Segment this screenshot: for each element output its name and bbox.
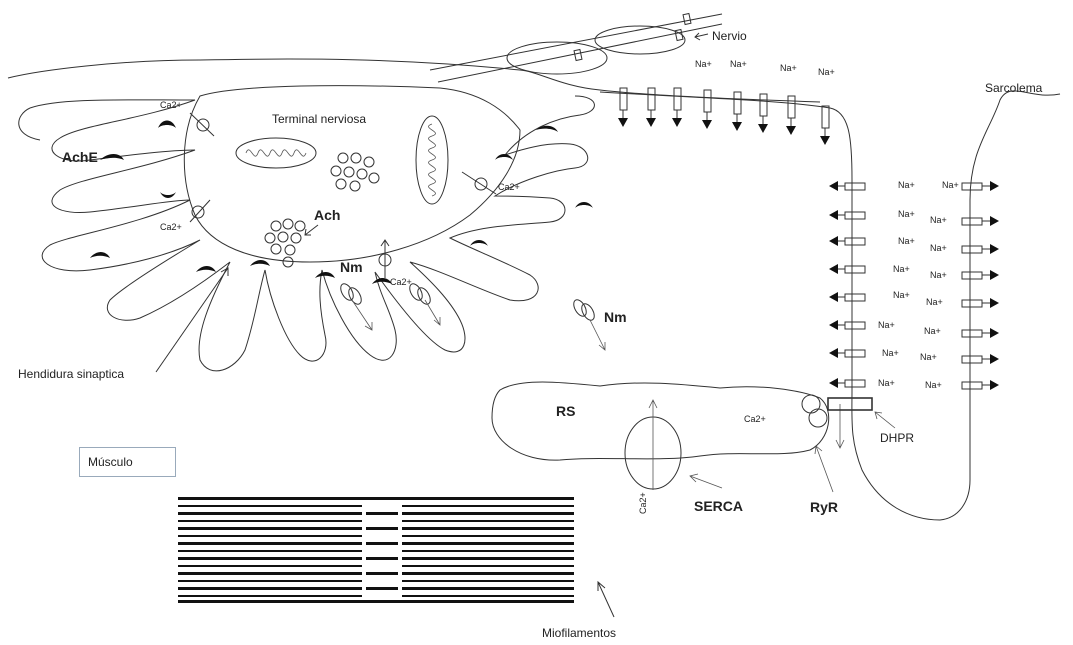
ryr-receptor [802, 395, 844, 448]
na-label-right-1: Na+ [942, 180, 959, 190]
dhpr-channel [828, 398, 872, 410]
rs-label: RS [556, 403, 575, 419]
na-label-left-1: Na+ [898, 180, 915, 190]
ca2-label-ryr: Ca2+ [744, 414, 766, 424]
nervio-label: Nervio [712, 29, 747, 43]
nm-label-right: Nm [604, 309, 627, 325]
hendidura-label: Hendidura sinaptica [18, 367, 124, 381]
na-label-left-7: Na+ [882, 348, 899, 358]
terminal-nerviosa-label: Terminal nerviosa [272, 112, 366, 126]
na-label-top-1: Na+ [695, 59, 712, 69]
mitochondrion-horizontal [236, 138, 316, 168]
na-label-left-4: Na+ [893, 264, 910, 274]
na-label-right-8: Na+ [925, 380, 942, 390]
ca2-label-bottom: Ca2+ [390, 277, 412, 287]
nicotinic-receptor-1 [338, 282, 372, 330]
na-label-right-4: Na+ [930, 270, 947, 280]
ca2-label-left: Ca2+ [160, 222, 182, 232]
ca2-label-right: Ca2+ [498, 182, 520, 192]
calcium-channel-right [462, 172, 496, 194]
sarcolema-label: Sarcolema [985, 81, 1043, 95]
vesicle-cluster-upper [331, 153, 379, 191]
sodium-channels-ttubule-left [829, 181, 865, 388]
na-label-left-8: Na+ [878, 378, 895, 388]
sarcoplasmic-reticulum [492, 382, 829, 460]
miofilamentos-label: Miofilamentos [542, 626, 616, 640]
ryr-label: RyR [810, 499, 838, 515]
na-label-right-5: Na+ [926, 297, 943, 307]
na-label-left-2: Na+ [898, 209, 915, 219]
na-label-right-3: Na+ [930, 243, 947, 253]
nerve-axon [430, 13, 722, 82]
ache-label: AchE [62, 149, 98, 165]
nm-label: Nm [340, 259, 363, 275]
na-label-right-2: Na+ [930, 215, 947, 225]
musculo-label-box: Músculo [79, 447, 176, 477]
mitochondrion-vertical [416, 116, 448, 204]
na-label-left-6: Na+ [878, 320, 895, 330]
calcium-channel-top [190, 113, 214, 136]
postsynaptic-folds [30, 96, 594, 371]
na-label-right-7: Na+ [920, 352, 937, 362]
myofilaments [178, 497, 574, 603]
serca-pump [625, 400, 681, 490]
na-label-left-5: Na+ [893, 290, 910, 300]
sodium-channels-top [618, 88, 830, 145]
serca-label: SERCA [694, 498, 743, 514]
calcium-channel-bottom [379, 240, 391, 278]
na-label-top-2: Na+ [730, 59, 747, 69]
sodium-channels-ttubule-right [962, 181, 999, 390]
ach-vesicle-cluster [265, 219, 305, 267]
na-label-left-3: Na+ [898, 236, 915, 246]
na-label-top-4: Na+ [818, 67, 835, 77]
musculo-label: Músculo [88, 455, 133, 469]
ca2-label-serca: Ca2+ [638, 492, 648, 514]
nicotinic-receptor-3 [571, 298, 605, 350]
na-label-top-3: Na+ [780, 63, 797, 73]
dhpr-label: DHPR [880, 431, 914, 445]
nicotinic-receptor-2 [407, 282, 440, 325]
na-label-right-6: Na+ [924, 326, 941, 336]
ach-label: Ach [314, 207, 340, 223]
